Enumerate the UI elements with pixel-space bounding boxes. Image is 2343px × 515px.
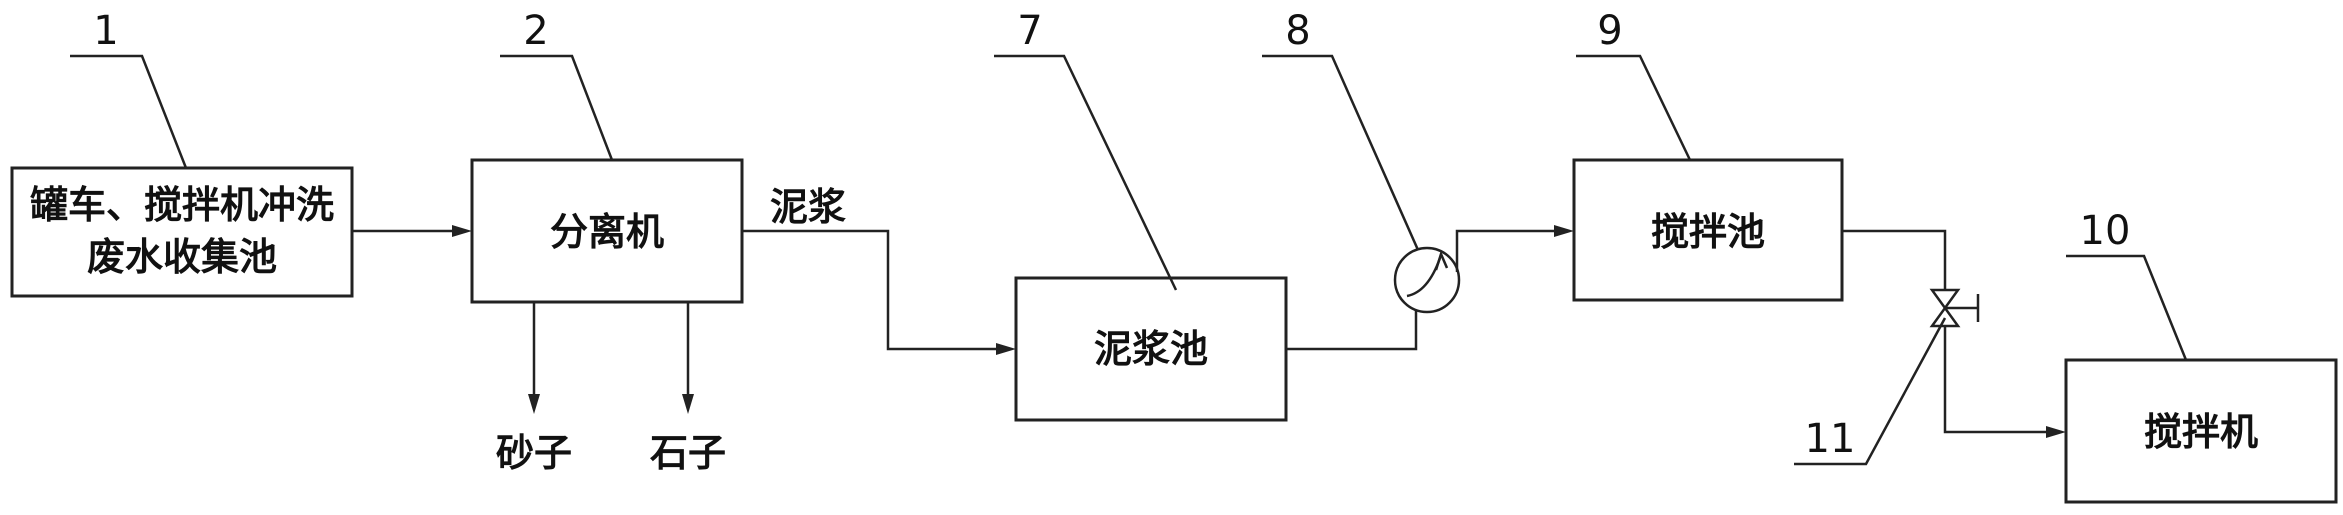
arrow-head [2046, 426, 2066, 438]
callout-11: 11 [1794, 317, 1947, 466]
collection-pool: 罐车、搅拌机冲洗 废水收集池 [10, 166, 354, 298]
callout-9: 9 [1576, 8, 1692, 161]
flow-line-valve-to-mixer [1943, 326, 2056, 434]
arrow-head [528, 394, 540, 414]
callout-7: 7 [994, 8, 1178, 291]
callout-2: 2 [500, 8, 614, 161]
slurry-pool-label: 泥浆池 [1094, 327, 1208, 371]
arrow-head [996, 343, 1016, 355]
callout-number-9: 9 [1597, 8, 1622, 54]
callout-number-2: 2 [523, 8, 548, 54]
flow-line-separator-to-slurry-pool [742, 229, 1006, 351]
stone-label: 石子 [650, 431, 726, 475]
separator: 分离机 [470, 158, 744, 304]
flow-line-mixing-pool-to-valve [1842, 229, 1947, 290]
callout-number-7: 7 [1017, 8, 1042, 54]
callout-number-11: 11 [1805, 416, 1856, 462]
callout-number-10: 10 [2080, 208, 2131, 254]
mixer: 搅拌机 [2064, 358, 2338, 504]
pump-icon [1393, 246, 1461, 314]
callout-10: 10 [2066, 208, 2188, 361]
arrow-head [682, 394, 694, 414]
callout-1: 1 [70, 8, 188, 169]
callout-8: 8 [1262, 8, 1420, 251]
flow-line-pump-to-mixing-pool [1455, 229, 1564, 272]
collection-pool-label-line2: 废水收集池 [87, 235, 277, 279]
arrow-head [452, 225, 472, 237]
arrow-head [1554, 225, 1574, 237]
callout-number-8: 8 [1285, 8, 1310, 54]
sand-label: 砂子 [496, 431, 572, 475]
callout-number-1: 1 [93, 8, 118, 54]
slurry-flow-label: 泥浆 [770, 185, 846, 229]
separator-label: 分离机 [550, 210, 664, 254]
flow-lines [352, 225, 2066, 438]
valve-icon [1929, 288, 1980, 328]
mixer-label: 搅拌机 [2144, 410, 2258, 454]
flow-line-slurry-pool-to-pump [1286, 310, 1418, 351]
collection-pool-label-line1: 罐车、搅拌机冲洗 [30, 183, 334, 227]
mixing-pool-label: 搅拌池 [1651, 210, 1765, 254]
mixing-pool: 搅拌池 [1572, 158, 1844, 302]
slurry-pool: 泥浆池 [1014, 276, 1288, 422]
